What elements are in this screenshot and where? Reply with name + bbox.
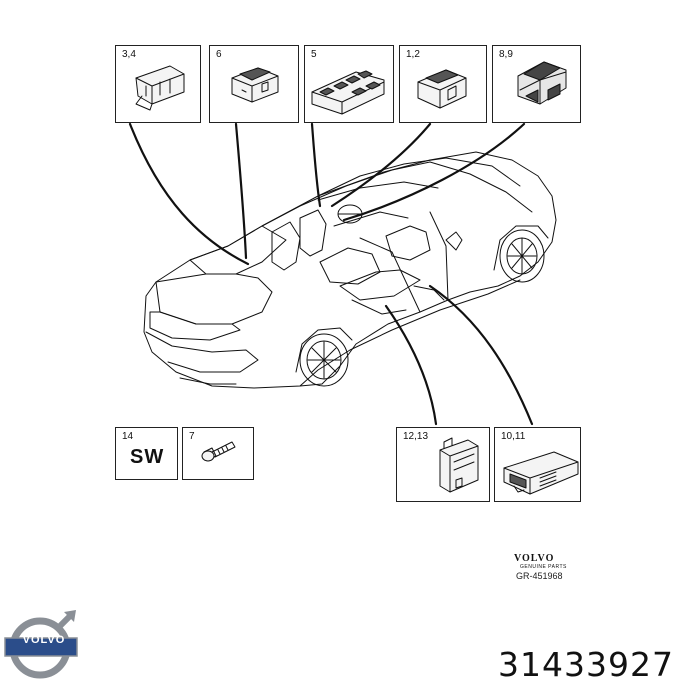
brand-subtitle: GENUINE PARTS <box>520 564 567 570</box>
car-line-art <box>143 151 557 389</box>
callout-label-5: 5 <box>311 49 317 60</box>
sw-label: SW <box>130 446 165 468</box>
switch-part-8-9 <box>517 61 567 105</box>
module-part-12-13 <box>439 437 479 493</box>
callout-label-14: 14 <box>122 431 134 442</box>
switch-part-6 <box>231 67 279 103</box>
logo-text: VOLVO <box>22 634 66 646</box>
window-switch-panel-part-5 <box>311 70 385 115</box>
control-unit-part-10-11 <box>503 451 579 495</box>
volvo-logo-icon <box>4 610 78 679</box>
callout-label-7: 7 <box>189 431 195 442</box>
callout-label-8-9: 8,9 <box>499 49 513 60</box>
brand-name: VOLVO <box>514 553 555 564</box>
callout-label-12-13: 12,13 <box>403 431 429 442</box>
callout-box-14: 14 SW <box>115 427 178 480</box>
callout-label-6: 6 <box>216 49 222 60</box>
switch-part-1-2 <box>417 69 467 109</box>
leader-lines <box>128 122 534 426</box>
part-number: 31433927 <box>498 645 674 684</box>
switch-part-3-4 <box>135 65 185 111</box>
diagram-code: GR-451968 <box>516 571 563 581</box>
volvo-logo: VOLVO <box>2 608 84 684</box>
callout-box-7: 7 <box>182 427 254 480</box>
callout-label-10-11: 10,11 <box>501 431 526 442</box>
callout-label-3-4: 3,4 <box>122 49 136 60</box>
callout-label-1-2: 1,2 <box>406 49 420 60</box>
bolt-part-7 <box>201 441 236 462</box>
